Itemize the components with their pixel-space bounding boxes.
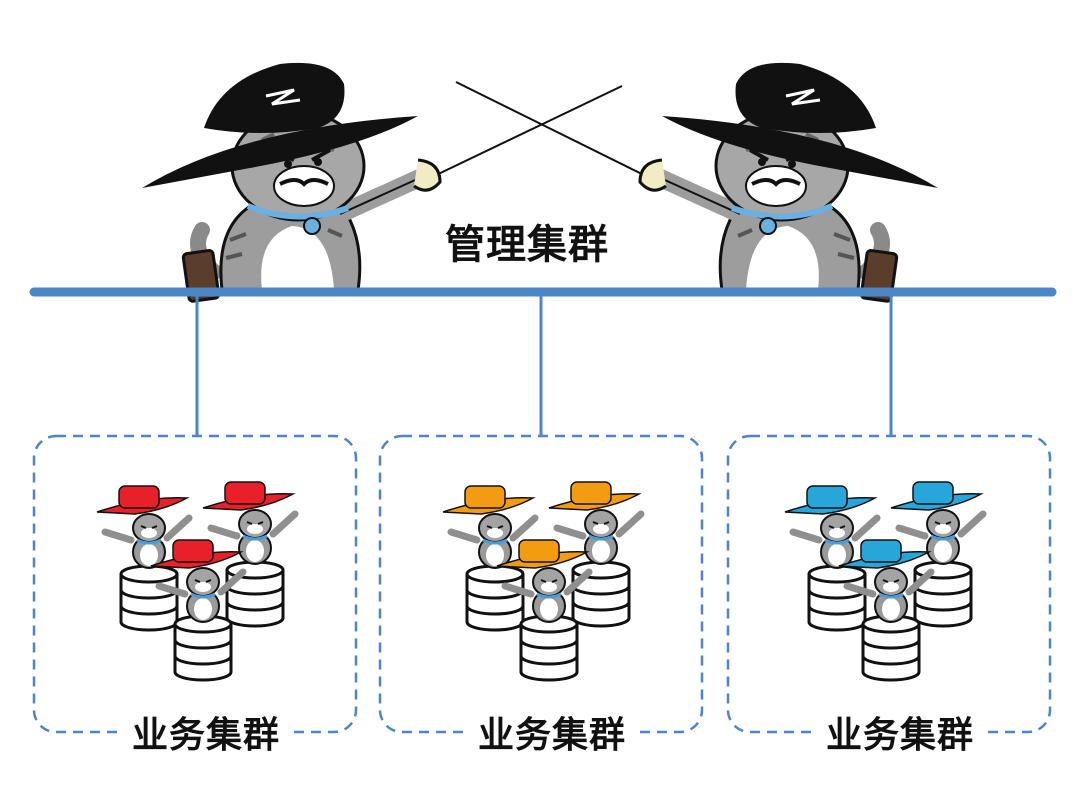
fencer-cat-right-icon	[638, 62, 938, 303]
crossed-swords-icon	[429, 81, 651, 179]
business-cluster-label: 业务集群	[124, 706, 289, 758]
management-cluster-label: 管理集群	[445, 222, 609, 268]
business-cluster-label: 业务集群	[470, 706, 635, 758]
database-cat-group-icon	[442, 481, 641, 682]
management-bus	[29, 287, 1057, 436]
database-cat-group-icon	[96, 481, 295, 682]
business-cluster-label: 业务集群	[818, 706, 983, 758]
database-cat-group-icon	[784, 481, 983, 682]
fencer-cat-left-icon	[142, 62, 442, 303]
